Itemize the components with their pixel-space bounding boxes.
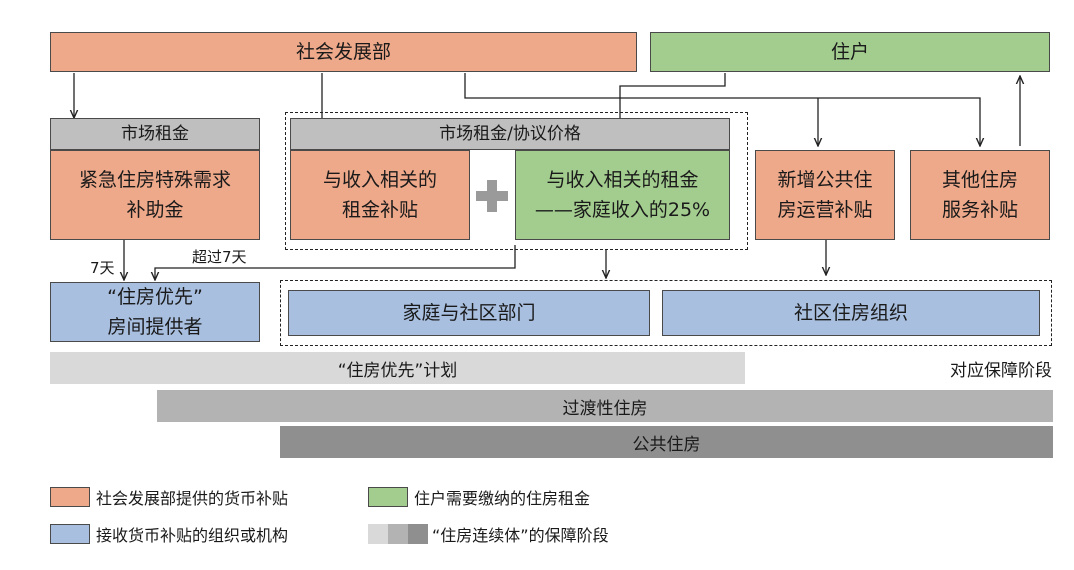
market-rent-agreement-header: 市场租金/协议价格 bbox=[290, 118, 730, 150]
seven-days-label: 7天 bbox=[90, 259, 115, 277]
arrow-over-7days bbox=[155, 245, 516, 280]
legend-gray-swatch bbox=[368, 524, 428, 544]
social-development-node: 社会发展部 bbox=[50, 32, 637, 72]
other-housing-service-label: 其他住房 服务补贴 bbox=[941, 169, 1018, 221]
housing-first-band-label: “住房优先”计划 bbox=[337, 360, 458, 381]
legend-green-swatch bbox=[368, 487, 408, 507]
legend-orange-label: 社会发展部提供的货币补贴 bbox=[96, 489, 289, 508]
housing-first-provider-node: “住房优先” 房间提供者 bbox=[50, 282, 260, 342]
transitional-housing-band: 过渡性住房 bbox=[157, 390, 1053, 422]
public-housing-label: 公共住房 bbox=[632, 434, 701, 455]
market-rent-header: 市场租金 bbox=[50, 118, 260, 150]
income-subsidy-node: 与收入相关的 租金补贴 bbox=[290, 150, 470, 240]
stage-label-cell: 对应保障阶段 bbox=[760, 352, 1052, 384]
family-community-dept-node: 家庭与社区部门 bbox=[288, 290, 650, 336]
legend-gray-label: “住房连续体”的保障阶段 bbox=[432, 526, 609, 545]
family-community-dept-label: 家庭与社区部门 bbox=[402, 302, 536, 324]
social-development-label: 社会发展部 bbox=[295, 41, 391, 63]
stage-label: 对应保障阶段 bbox=[950, 360, 1052, 381]
organization-group-frame bbox=[280, 280, 1052, 346]
community-housing-org-node: 社区住房组织 bbox=[662, 290, 1040, 336]
housing-first-provider-label: “住房优先” 房间提供者 bbox=[107, 286, 203, 338]
transitional-housing-label: 过渡性住房 bbox=[562, 398, 648, 419]
housing-first-band: “住房优先”计划 bbox=[50, 352, 745, 384]
legend-green-label: 住户需要缴纳的住房租金 bbox=[414, 489, 591, 508]
community-housing-org-label: 社区住房组织 bbox=[793, 302, 908, 324]
arrow-tenant-to-income-rent bbox=[620, 73, 726, 146]
plus-icon bbox=[472, 176, 512, 216]
income-rent-label: 与收入相关的租金 ——家庭收入的25% bbox=[534, 169, 711, 221]
tenant-label: 住户 bbox=[830, 41, 869, 63]
public-housing-band: 公共住房 bbox=[280, 426, 1053, 458]
income-rent-node: 与收入相关的租金 ——家庭收入的25% bbox=[515, 150, 730, 240]
market-rent-label: 市场租金 bbox=[121, 124, 189, 144]
legend-blue-swatch bbox=[50, 524, 90, 544]
other-housing-service-node: 其他住房 服务补贴 bbox=[910, 150, 1050, 240]
emergency-subsidy-node: 紧急住房特殊需求 补助金 bbox=[50, 150, 260, 240]
emergency-subsidy-label: 紧急住房特殊需求 补助金 bbox=[78, 169, 231, 221]
market-rent-agreement-label: 市场租金/协议价格 bbox=[439, 124, 581, 144]
legend-orange-swatch bbox=[50, 487, 90, 507]
rent-group-frame bbox=[285, 112, 748, 250]
tenant-node: 住户 bbox=[650, 32, 1050, 72]
legend-blue-label: 接收货币补贴的组织或机构 bbox=[96, 526, 289, 545]
arrow-social-to-other-service bbox=[464, 73, 980, 146]
new-public-housing-node: 新增公共住 房运营补贴 bbox=[755, 150, 895, 240]
over-seven-days-label: 超过7天 bbox=[192, 248, 247, 266]
income-subsidy-label: 与收入相关的 租金补贴 bbox=[322, 169, 437, 221]
new-public-housing-label: 新增公共住 房运营补贴 bbox=[777, 169, 873, 221]
